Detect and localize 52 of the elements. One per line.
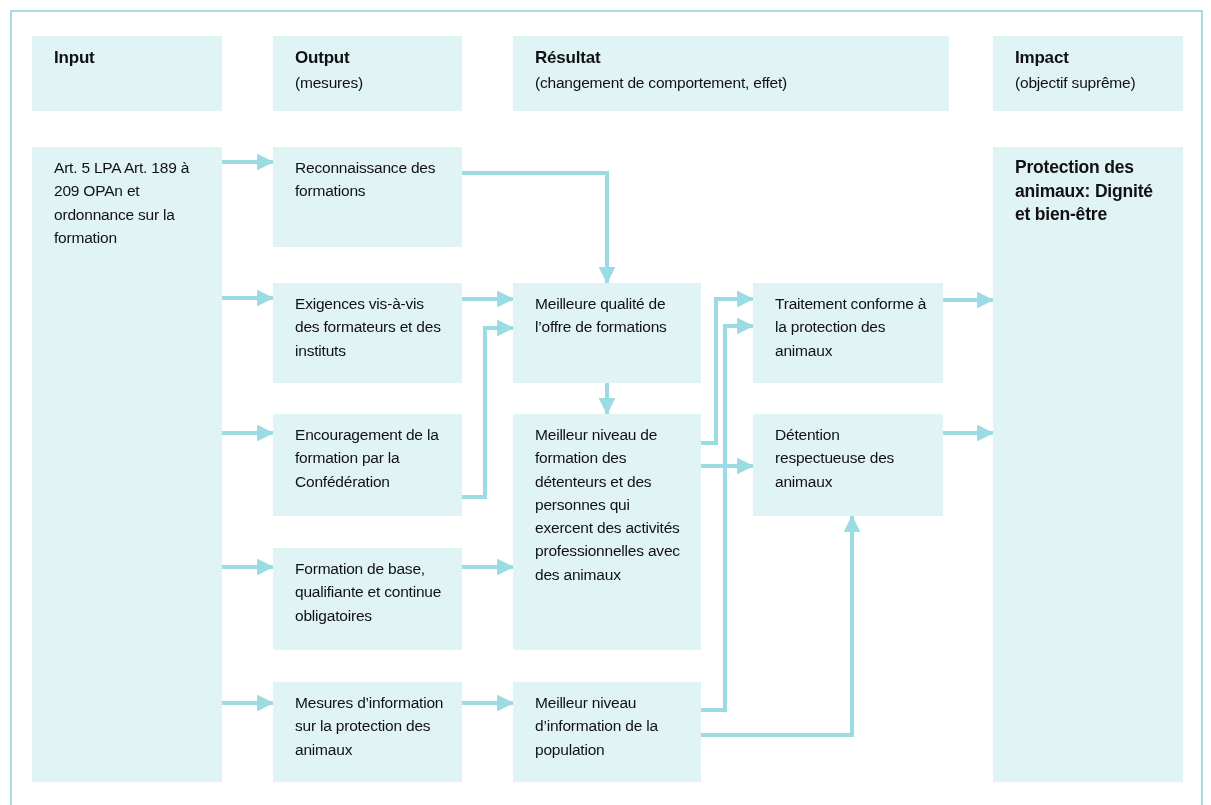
header-title: Input — [54, 47, 96, 69]
column-header — [273, 36, 462, 111]
arrow — [943, 424, 994, 442]
box-text: Traitement conforme à la protection des animaux — [775, 294, 928, 361]
arrow — [222, 558, 274, 576]
arrow — [462, 319, 514, 499]
process-box — [32, 147, 222, 782]
header-subtitle: (objectif suprême) — [1015, 72, 1137, 93]
arrow — [222, 424, 274, 442]
process-box — [513, 283, 701, 383]
arrow — [462, 694, 514, 712]
box-text: Reconnaissance des formations — [295, 158, 437, 202]
goal-box — [993, 147, 1183, 782]
box-text: Exigences vis-à-vis des formateurs et des instituts — [295, 294, 442, 361]
column-header — [993, 36, 1183, 111]
process-box — [273, 414, 462, 516]
column-header — [32, 36, 222, 111]
arrow — [462, 558, 514, 576]
box-text: Mesures d’information sur la protection des animaux — [295, 693, 445, 760]
process-box — [753, 283, 943, 383]
process-box — [513, 414, 701, 650]
process-box — [273, 548, 462, 650]
arrow — [943, 291, 994, 309]
box-text: Encouragement de la formation par la Confédération — [295, 425, 440, 492]
arrow — [701, 515, 861, 737]
process-box — [273, 283, 462, 383]
box-text: Meilleur niveau de formation des détenteurs et des personnes qui exercent des activités professionnelles avec des animaux — [535, 425, 681, 585]
process-box — [273, 147, 462, 247]
header-title: Output — [295, 47, 351, 69]
box-text: Meilleure qualité de l’offre de formations — [535, 294, 668, 338]
arrow — [701, 317, 754, 712]
column-header — [513, 36, 949, 111]
header-title: Résultat — [535, 47, 602, 69]
arrow — [598, 383, 616, 415]
header-title: Impact — [1015, 47, 1070, 69]
header-subtitle: (changement de comportement, effet) — [535, 72, 789, 93]
arrow — [222, 289, 274, 307]
arrow — [462, 171, 616, 284]
arrow — [701, 290, 754, 445]
process-box — [753, 414, 943, 516]
box-text: Formation de base, qualifiante et continue obligatoires — [295, 559, 443, 626]
box-text: Art. 5 LPA Art. 189 à 209 OPAn et ordonnance sur la formation — [54, 158, 191, 248]
header-subtitle: (mesures) — [295, 72, 364, 93]
process-box — [513, 682, 701, 782]
box-text: Protection des animaux: Dignité et bien-être — [1015, 156, 1154, 227]
arrow — [701, 457, 754, 475]
box-text: Meilleur niveau d’information de la population — [535, 693, 659, 760]
process-box — [273, 682, 462, 782]
arrow — [222, 153, 274, 171]
arrow — [222, 694, 274, 712]
box-text: Détention respectueuse des animaux — [775, 425, 896, 492]
arrow — [462, 290, 514, 308]
